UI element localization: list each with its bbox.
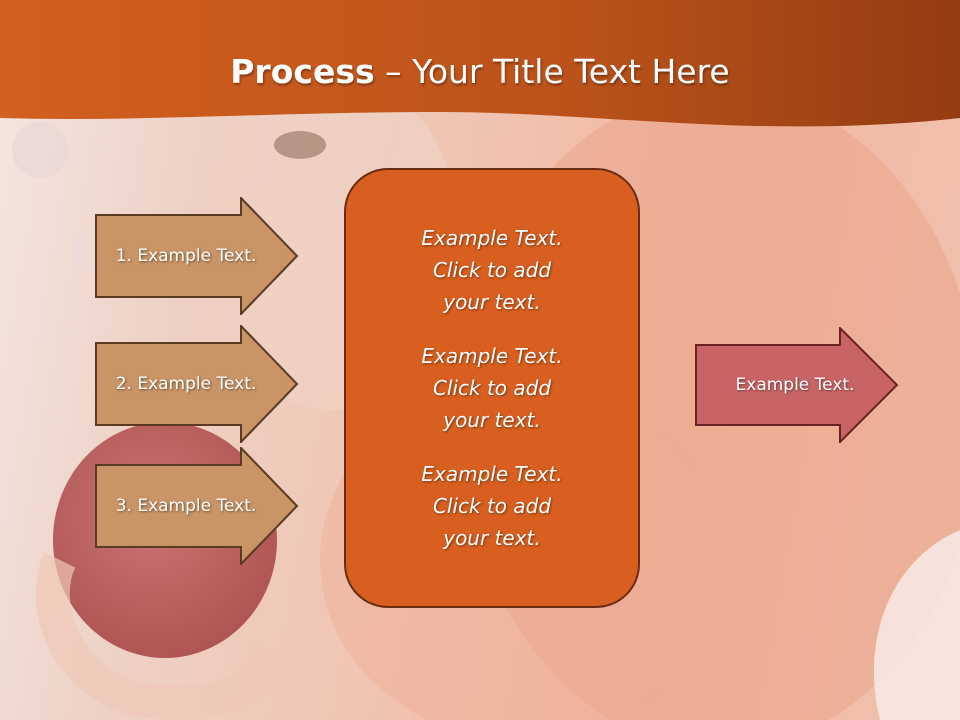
block-line: Click to add [432, 258, 552, 282]
block-line: Example Text. [421, 226, 563, 250]
block-line: Example Text. [421, 344, 563, 368]
title-bold: Process [230, 52, 375, 91]
title-rest: – Your Title Text Here [374, 52, 730, 91]
left-arrow-label: 2. Example Text. [115, 374, 257, 394]
right-arrow-label: Example Text. [735, 375, 855, 395]
arrow-shape [95, 323, 299, 445]
left-arrow-1[interactable]: 1. Example Text. [95, 195, 300, 317]
center-text-block-2: Example Text. Click to add your text. [421, 340, 562, 436]
block-line: Click to add [432, 494, 552, 518]
block-line: Click to add [432, 376, 552, 400]
left-arrow-label: 3. Example Text. [115, 496, 257, 516]
left-arrow-2[interactable]: 2. Example Text. [95, 323, 300, 445]
arrow-shape [95, 445, 299, 567]
page-title: Process – Your Title Text Here [0, 52, 960, 91]
block-line: Example Text. [421, 462, 563, 486]
center-text-block-3: Example Text. Click to add your text. [421, 458, 562, 554]
arrow-shape [95, 195, 299, 317]
arrow-shape [695, 325, 899, 445]
center-text-box[interactable]: Example Text. Click to add your text. Ex… [344, 168, 640, 608]
left-arrow-3[interactable]: 3. Example Text. [95, 445, 300, 567]
left-arrow-label: 1. Example Text. [115, 246, 257, 266]
right-arrow[interactable]: Example Text. [695, 325, 900, 445]
block-line: your text. [443, 290, 541, 314]
block-line: your text. [443, 408, 541, 432]
block-line: your text. [443, 526, 541, 550]
header-band [0, 0, 960, 127]
center-text-block-1: Example Text. Click to add your text. [421, 222, 562, 318]
